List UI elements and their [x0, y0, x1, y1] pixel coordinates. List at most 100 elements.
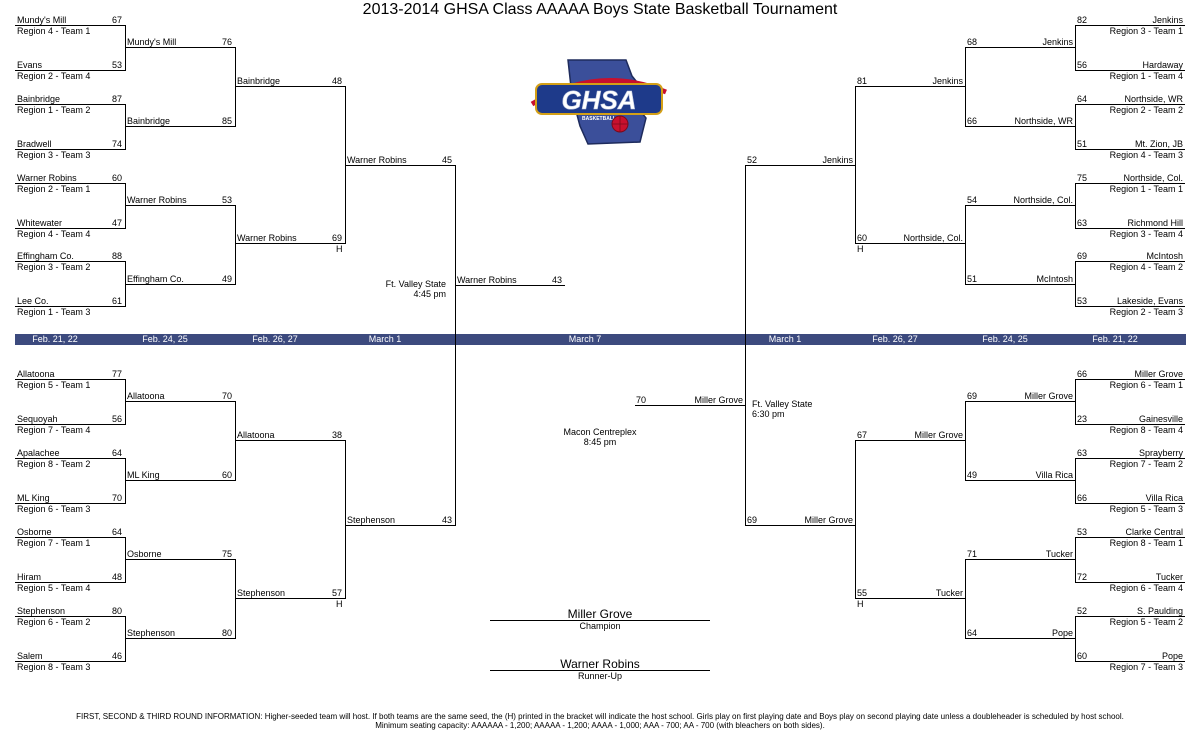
- footer-line-2: Minimum seating capacity: AAAAAA - 1,200…: [375, 721, 825, 730]
- team-name: Mundy's Mill: [17, 15, 67, 25]
- team-score: 53: [111, 60, 122, 70]
- r3-line: [855, 440, 965, 441]
- r2-line: [125, 126, 235, 127]
- r1-connector: [125, 458, 126, 504]
- r1-line: [1075, 183, 1185, 184]
- team-score: 66: [1077, 369, 1088, 379]
- team-name: Warner Robins: [237, 233, 297, 243]
- r2-line: [965, 205, 1075, 206]
- r1-line: [15, 424, 125, 425]
- final-venue: Macon Centreplex: [563, 427, 637, 437]
- page-title: 2013-2014 GHSA Class AAAAA Boys State Ba…: [362, 1, 838, 18]
- team-score: 66: [967, 116, 978, 126]
- r1-line: [15, 537, 125, 538]
- team-name: Allatoona: [17, 369, 55, 379]
- r1-line: [15, 503, 125, 504]
- r1-connector: [125, 104, 126, 150]
- r1-connector: [1075, 458, 1076, 504]
- team-score: 53: [221, 195, 232, 205]
- round-date-label: Feb. 24, 25: [982, 334, 1028, 344]
- team-name: Sprayberry: [1138, 448, 1183, 458]
- team-seed: Region 7 - Team 1: [17, 538, 91, 548]
- team-score: 63: [1077, 218, 1088, 228]
- r1-connector: [1075, 25, 1076, 71]
- team-score: 69: [747, 515, 758, 525]
- team-score: 48: [331, 76, 342, 86]
- team-name: Mt. Zion, JB: [1134, 139, 1183, 149]
- team-name: Miller Grove: [1024, 391, 1073, 401]
- team-score: 76: [221, 37, 232, 47]
- team-seed: Region 8 - Team 3: [17, 662, 91, 672]
- team-score: 53: [1077, 296, 1088, 306]
- team-seed: Region 1 - Team 4: [1109, 71, 1183, 81]
- r1-line: [15, 183, 125, 184]
- team-score: 60: [111, 173, 122, 183]
- team-score: 70: [221, 391, 232, 401]
- r2-line: [965, 559, 1075, 560]
- r1-line: [15, 661, 125, 662]
- team-name: Tucker: [1155, 572, 1183, 582]
- team-name: Sequoyah: [17, 414, 58, 424]
- logo-text: GHSA: [561, 85, 636, 115]
- host-marker: H: [336, 244, 343, 254]
- host-marker: H: [857, 599, 864, 609]
- r1-line: [15, 25, 125, 26]
- r3-line: [855, 86, 965, 87]
- team-name: Miller Grove: [1134, 369, 1183, 379]
- team-name: Clarke Central: [1125, 527, 1183, 537]
- team-score: 63: [1077, 448, 1088, 458]
- team-score: 67: [111, 15, 122, 25]
- r1-line: [1075, 25, 1185, 26]
- runnerup-name: Warner Robins: [560, 657, 640, 671]
- logo-subtext: BASKETBALL: [582, 116, 616, 122]
- team-score: 75: [1077, 173, 1088, 183]
- champion-name: Miller Grove: [567, 607, 633, 621]
- round-date-label: Feb. 21, 22: [1092, 334, 1138, 344]
- team-name: Lakeside, Evans: [1116, 296, 1183, 306]
- r1-connector: [125, 537, 126, 583]
- team-seed: Region 2 - Team 3: [1109, 307, 1183, 317]
- team-score: 85: [221, 116, 232, 126]
- team-score: 48: [111, 572, 122, 582]
- team-score: 68: [967, 37, 978, 47]
- team-seed: Region 2 - Team 1: [17, 184, 91, 194]
- r2-line: [125, 638, 235, 639]
- team-seed: Region 6 - Team 3: [17, 504, 91, 514]
- r2-line: [125, 284, 235, 285]
- r1-line: [1075, 616, 1185, 617]
- team-score: 64: [111, 527, 122, 537]
- team-score: 81: [857, 76, 868, 86]
- team-name: Hardaway: [1142, 60, 1183, 70]
- r1-connector: [1075, 616, 1076, 662]
- team-name: Bainbridge: [127, 116, 171, 126]
- r1-connector: [1075, 183, 1076, 229]
- team-name: ML King: [17, 493, 50, 503]
- team-score: 60: [1077, 651, 1088, 661]
- round-date-label: March 7: [568, 334, 602, 344]
- champion-label: Champion: [579, 621, 621, 631]
- r1-line: [1075, 503, 1185, 504]
- r2-line: [965, 480, 1075, 481]
- team-name: Apalachee: [17, 448, 60, 458]
- r2-connector: [235, 559, 236, 639]
- team-seed: Region 3 - Team 4: [1109, 229, 1183, 239]
- team-name: Bainbridge: [17, 94, 61, 104]
- semi-line: [455, 285, 565, 286]
- r4-line: [745, 165, 855, 166]
- team-name: Jenkins: [932, 76, 963, 86]
- team-score: 88: [111, 251, 122, 261]
- team-name: Miller Grove: [914, 430, 963, 440]
- team-score: 72: [1077, 572, 1088, 582]
- r1-line: [1075, 582, 1185, 583]
- team-seed: Region 4 - Team 1: [17, 26, 91, 36]
- team-name: Stephenson: [237, 588, 286, 598]
- team-score: 69: [1077, 251, 1088, 261]
- team-score: 74: [111, 139, 122, 149]
- r1-line: [15, 306, 125, 307]
- team-name: Stephenson: [127, 628, 176, 638]
- round-date-label: Feb. 21, 22: [32, 334, 78, 344]
- team-score: 70: [636, 395, 647, 405]
- team-seed: Region 8 - Team 4: [1109, 425, 1183, 435]
- team-score: 54: [967, 195, 978, 205]
